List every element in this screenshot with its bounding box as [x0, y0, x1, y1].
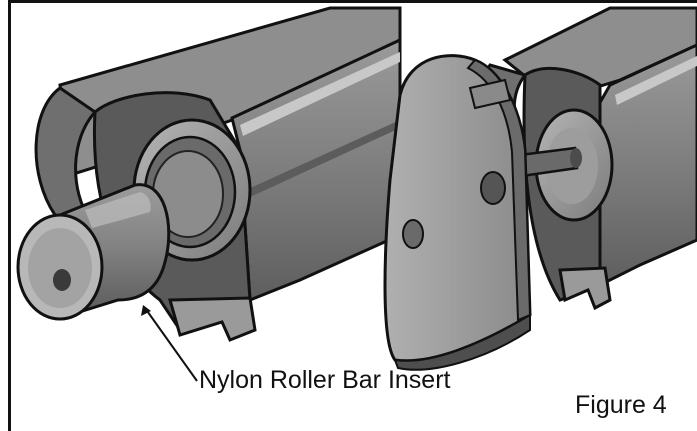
left-bottom-channel — [168, 296, 257, 342]
nylon-insert-face-inner — [28, 228, 92, 308]
right-side-highlight — [615, 56, 697, 105]
left-side-highlight — [240, 52, 400, 136]
end-cap-upper-boss — [468, 78, 512, 110]
end-cap-lower-hole — [402, 219, 424, 249]
right-bottom-channel — [558, 266, 612, 311]
right-roller-bar-assembly — [383, 6, 697, 371]
figure-caption: Figure 4 — [575, 391, 667, 419]
left-side-groove — [246, 120, 400, 198]
end-cap-mount-hole — [480, 171, 506, 205]
nylon-insert-center-hole — [53, 269, 71, 291]
end-cap-bottom-shadow — [393, 313, 531, 371]
callout-leader-line — [144, 307, 198, 382]
right-axle-pin-end — [570, 148, 582, 168]
nylon-insert-highlight — [85, 192, 151, 228]
callout-arrowhead — [141, 305, 151, 316]
callout-label: Nylon Roller Bar Insert — [199, 366, 451, 394]
end-cap-edge — [466, 58, 532, 322]
left-roller-bar-assembly — [16, 6, 402, 342]
